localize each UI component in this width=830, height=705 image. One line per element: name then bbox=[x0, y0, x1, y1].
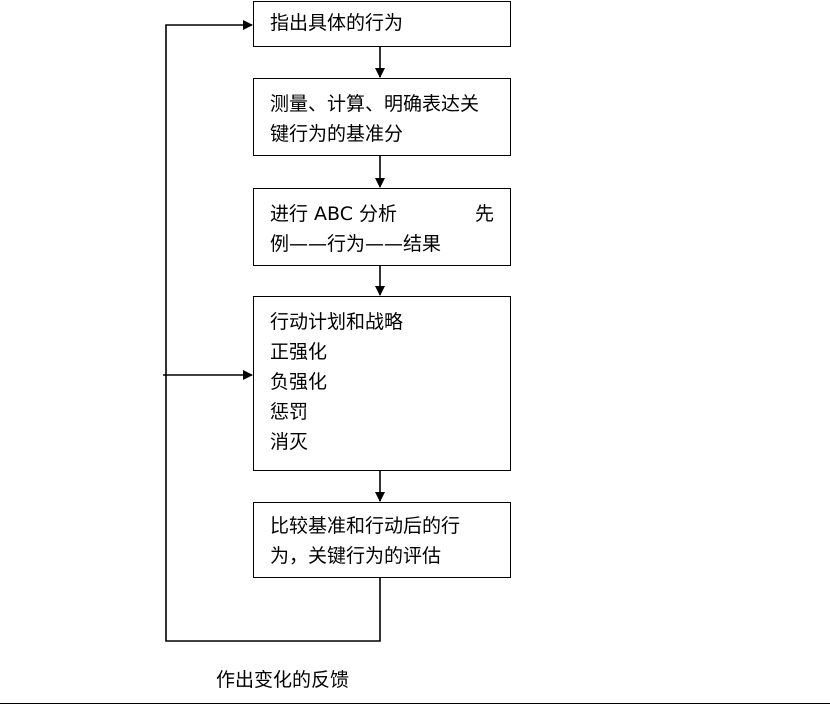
step-action-plan-item-positive-reinforcement: 正强化 bbox=[270, 341, 328, 363]
step-abc-analysis: 进行 ABC 分析 先 例——行为——结果 bbox=[253, 188, 511, 266]
step-action-plan-item-extinction: 消灭 bbox=[270, 431, 309, 453]
step-action-plan-item-negative-reinforcement: 负强化 bbox=[270, 371, 328, 393]
step-action-plan: 行动计划和战略 正强化 负强化 惩罚 消灭 bbox=[253, 296, 511, 471]
bottom-divider bbox=[0, 703, 830, 704]
step-identify-behavior: 指出具体的行为 bbox=[253, 1, 511, 47]
step-abc-analysis-line-1-left: 进行 ABC 分析 bbox=[270, 203, 398, 225]
step-compare-evaluate: 比较基准和行动后的行 为，关键行为的评估 bbox=[253, 502, 511, 578]
step-action-plan-title: 行动计划和战略 bbox=[270, 311, 404, 333]
step-identify-behavior-text: 指出具体的行为 bbox=[270, 12, 404, 34]
step-abc-analysis-line-2: 例——行为——结果 bbox=[270, 233, 442, 255]
feedback-loop-line bbox=[165, 20, 381, 642]
step-compare-evaluate-line-2: 为，关键行为的评估 bbox=[270, 545, 442, 567]
step-measure-baseline-line-1: 测量、计算、明确表达关 bbox=[270, 93, 480, 115]
step-compare-evaluate-line-1: 比较基准和行动后的行 bbox=[270, 515, 461, 537]
step-measure-baseline: 测量、计算、明确表达关 键行为的基准分 bbox=[253, 78, 511, 156]
feedback-label: 作出变化的反馈 bbox=[216, 669, 350, 691]
step-abc-analysis-line-1: 进行 ABC 分析 先 bbox=[270, 199, 494, 229]
step-measure-baseline-line-2: 键行为的基准分 bbox=[270, 123, 404, 145]
step-action-plan-item-punishment: 惩罚 bbox=[270, 401, 309, 423]
step-abc-analysis-line-1-right: 先 bbox=[474, 203, 494, 225]
